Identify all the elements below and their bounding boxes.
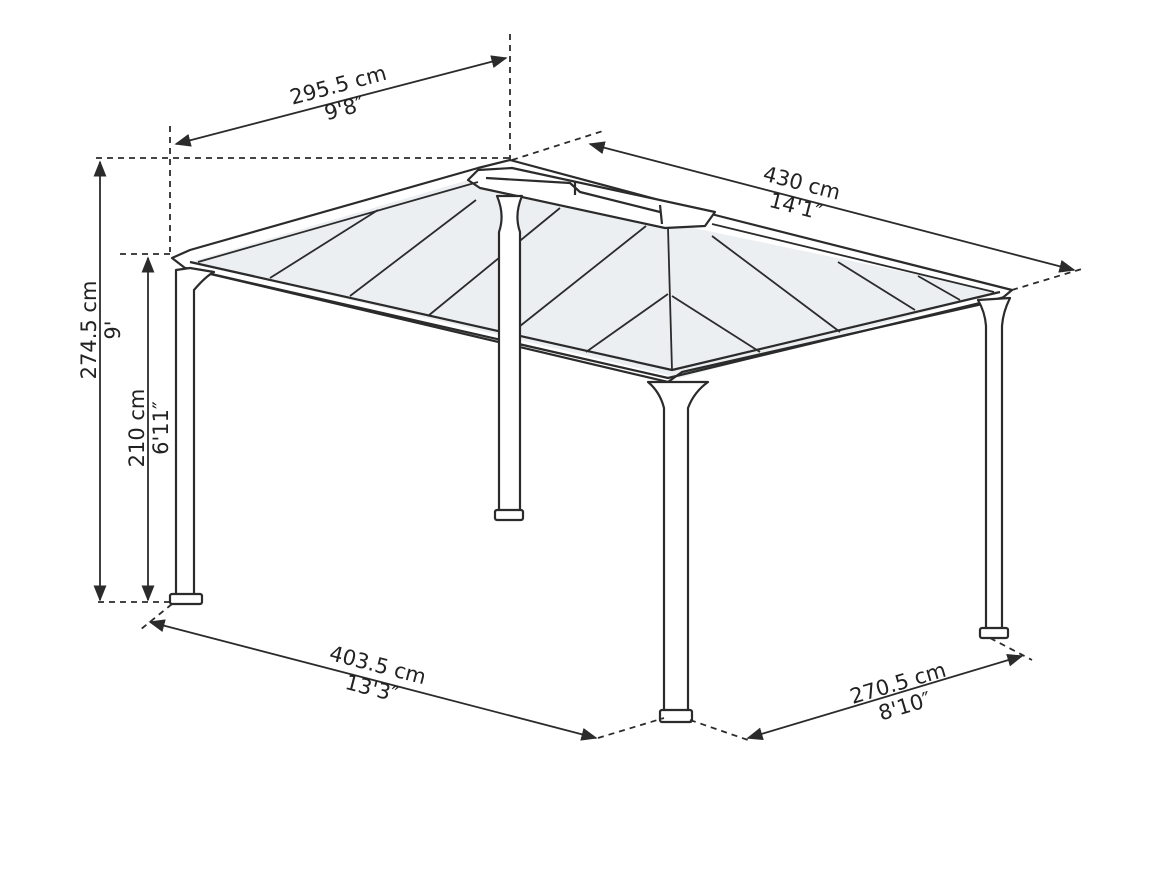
label-total-height-metric: 274.5 cm xyxy=(77,281,101,380)
ext-ridge-right xyxy=(511,129,607,161)
dim-base-length-line xyxy=(148,619,598,741)
rafter-5 xyxy=(585,293,669,353)
post-right xyxy=(976,296,1012,632)
post-front-left xyxy=(174,266,216,598)
ext-base-left xyxy=(139,603,173,631)
rafter-9 xyxy=(917,275,961,301)
hip-rafter-front-left xyxy=(197,181,479,263)
roof xyxy=(170,158,1014,384)
dimension-lines xyxy=(93,34,1086,741)
rafter-2 xyxy=(349,199,477,297)
dim-base-width-line xyxy=(746,653,1024,741)
label-side-height-imperial: 6'11″ xyxy=(149,401,173,455)
ext-base-corner xyxy=(597,717,665,739)
dim-roof-length-line xyxy=(588,141,1076,273)
posts xyxy=(168,194,1012,724)
post-back-foot xyxy=(493,508,525,522)
ext-base-right xyxy=(989,637,1033,661)
rafter-3 xyxy=(427,207,561,317)
roof-eave-inner xyxy=(184,266,1006,380)
dim-roof-width-line xyxy=(174,55,508,147)
post-front-corner-foot xyxy=(658,708,694,724)
label-side-height-metric: 210 cm xyxy=(125,389,149,468)
ext-eave-right xyxy=(1011,267,1086,291)
ext-base-corner-right xyxy=(689,719,749,741)
rafter-6 xyxy=(671,295,761,353)
post-right-foot xyxy=(978,626,1010,640)
label-total-height-imperial: 9' xyxy=(101,320,125,339)
post-front-corner xyxy=(646,380,710,714)
roof-panel-front xyxy=(190,178,1000,378)
post-front-left-foot xyxy=(168,592,204,606)
post-back xyxy=(495,194,524,514)
rafter-1 xyxy=(269,209,379,279)
